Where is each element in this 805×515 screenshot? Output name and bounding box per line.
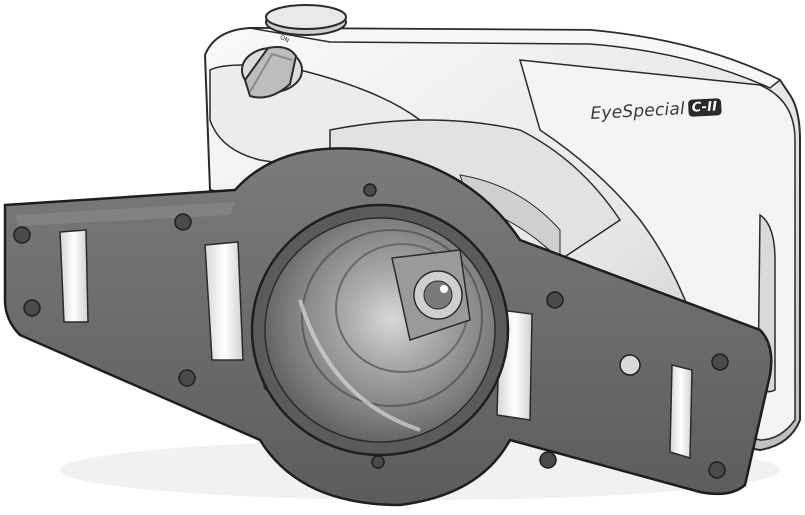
sensor-window (619, 354, 641, 376)
power-dial-icon[interactable] (241, 46, 303, 99)
model-badge: C-II (687, 98, 722, 117)
led-window-icon (59, 229, 693, 460)
lens-icon (250, 203, 510, 457)
mode-dial-icon[interactable] (265, 4, 347, 36)
